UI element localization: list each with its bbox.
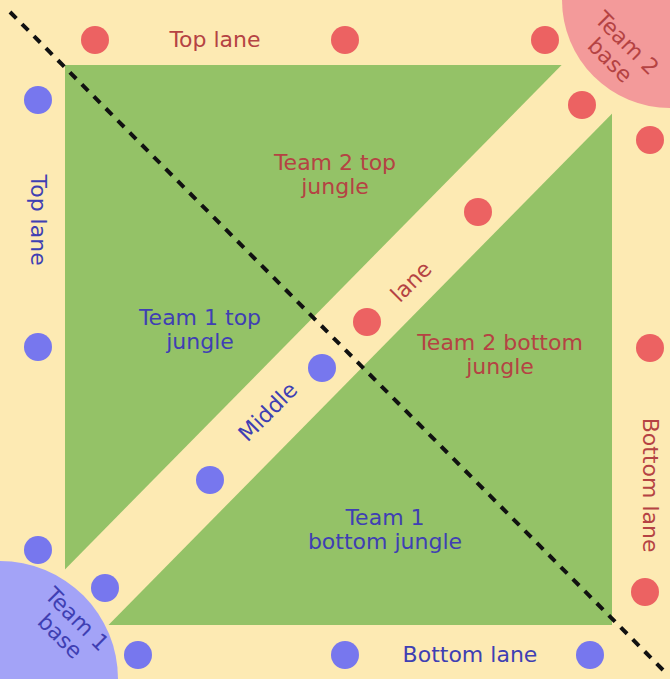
- map-label: Top lane: [169, 28, 260, 52]
- map-label: Team 1 bottom jungle: [305, 506, 465, 554]
- team2-towers: [81, 26, 664, 606]
- map-divider: [10, 12, 665, 672]
- map-label: Bottom lane: [638, 418, 662, 553]
- team1-base-area: [0, 561, 118, 679]
- team1-towers: [24, 86, 604, 669]
- map-label: Team 2 bottom jungle: [400, 331, 600, 379]
- map-label: Team 1 top jungle: [130, 306, 270, 354]
- map-label: Top lane: [26, 174, 50, 265]
- map-label: Team 2 top jungle: [265, 151, 405, 199]
- map-label: Bottom lane: [403, 643, 538, 667]
